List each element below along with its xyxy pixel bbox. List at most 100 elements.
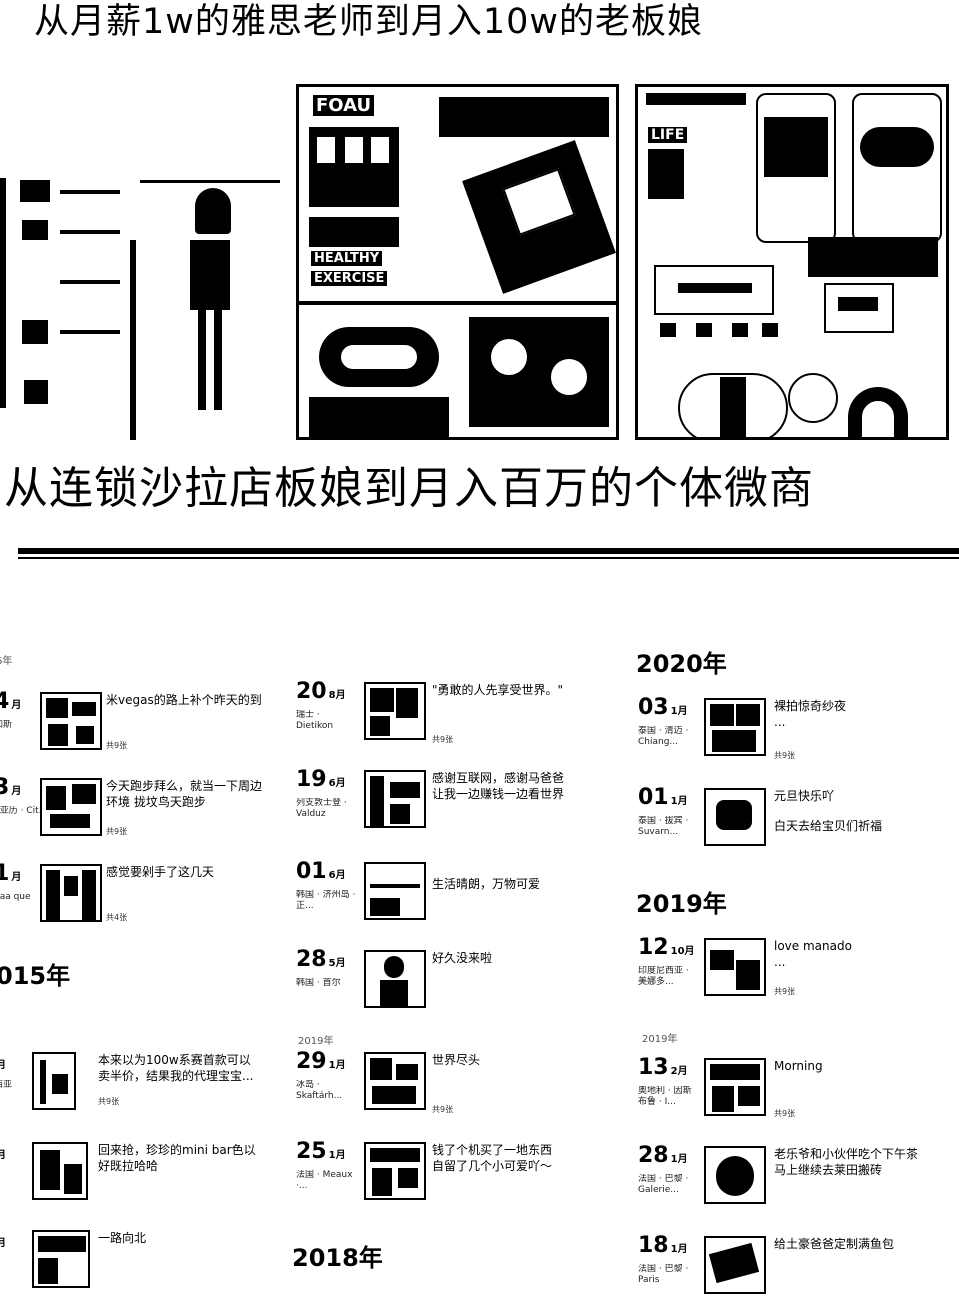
entry-thumbnail[interactable] bbox=[32, 1052, 76, 1110]
entry-day: 12 bbox=[638, 935, 669, 960]
timeline-entry[interactable]: 月 回来抢，珍珍的mini bar色以 好既拉哈哈 bbox=[0, 1140, 280, 1220]
entry-photo-count: 共9张 bbox=[106, 827, 128, 836]
entry-location: 泰国 · 拔宾 · Suvarn... bbox=[638, 816, 689, 837]
entry-text: 世界尽头 bbox=[432, 1053, 481, 1067]
entry-text: 钱了个机买了一地东西 bbox=[432, 1143, 553, 1157]
entry-text: 生活晴朗，万物可爱 bbox=[432, 877, 541, 891]
entry-location: 加斯 bbox=[0, 720, 13, 730]
entry-thumbnail[interactable] bbox=[704, 788, 766, 846]
entry-photo-count: 共9张 bbox=[774, 751, 796, 760]
entry-thumbnail[interactable] bbox=[40, 778, 102, 836]
entry-month: 5月 bbox=[328, 958, 346, 969]
entry-location: 印度尼西亚 · 美娜多... bbox=[638, 966, 689, 987]
year-heading: 015年 bbox=[0, 962, 71, 990]
entry-day: 29 bbox=[296, 1049, 327, 1074]
entry-text-line2: 马上继续去莱田搬砖 bbox=[774, 1163, 883, 1177]
photo-right: LIFE bbox=[635, 84, 949, 440]
entry-text: love manado bbox=[774, 939, 852, 953]
entry-month: 2月 bbox=[670, 1066, 688, 1077]
entry-text: "勇敢的人先享受世界。" bbox=[432, 683, 564, 697]
entry-text-line2: 白天去给宝贝们祈福 bbox=[774, 819, 883, 833]
entry-day: 19 bbox=[296, 767, 327, 792]
entry-location: 泰国 · 清迈 · Chiang... bbox=[638, 726, 689, 747]
entry-thumbnail[interactable] bbox=[704, 1146, 766, 1204]
entry-month: 1月 bbox=[670, 1244, 688, 1255]
entry-text-line2: ... bbox=[774, 715, 786, 729]
entry-text: 老乐爷和小伙伴吃个下午茶 bbox=[774, 1147, 919, 1161]
entry-location: 韩国 · 首尔 bbox=[296, 978, 341, 988]
entry-thumbnail[interactable] bbox=[40, 692, 102, 750]
headline-top: 从月薪1w的雅思老师到月入10w的老板娘 bbox=[34, 2, 704, 42]
entry-location: 法国 · 巴黎 · Galerie... bbox=[638, 1174, 689, 1195]
entry-thumbnail[interactable] bbox=[364, 1142, 426, 1200]
entry-thumbnail[interactable] bbox=[364, 1052, 426, 1110]
year-heading: 2018年 bbox=[292, 1244, 383, 1272]
entry-location: 冰岛 · Skaftárh... bbox=[296, 1080, 343, 1101]
entry-thumbnail[interactable] bbox=[364, 682, 426, 740]
entry-photo-count: 共9张 bbox=[774, 1109, 796, 1118]
timeline-column-1: 6年 4月 加斯 米vegas的路上补个昨天的到 共9张 3月 · 亚历 · C… bbox=[0, 640, 280, 1288]
entry-text: 好久没来啦 bbox=[432, 951, 493, 965]
entry-text: 裸拍惊奇纱夜 bbox=[774, 699, 847, 713]
photo-center-word-1: HEALTHY bbox=[311, 251, 383, 266]
year-heading: 2019年 bbox=[636, 890, 727, 918]
entry-month: 1月 bbox=[328, 1150, 346, 1161]
entry-day: 3 bbox=[0, 775, 10, 800]
entry-text: Morning bbox=[774, 1059, 823, 1073]
entry-location: haa que bbox=[0, 892, 31, 902]
entry-month: 6月 bbox=[328, 870, 346, 881]
entry-text: 本来以为100w系赛首款可以 bbox=[98, 1053, 251, 1067]
timeline-entry[interactable]: 1月 haa que 感觉要剁手了这几天 共4张 bbox=[0, 862, 280, 942]
entry-text-line2: 好既拉哈哈 bbox=[98, 1159, 159, 1173]
timeline-entry[interactable]: 月 西亚 本来以为100w系赛首款可以 卖半价，结果我的代理宝宝... 共9张 bbox=[0, 1050, 280, 1130]
entry-day: 18 bbox=[638, 1233, 669, 1258]
entry-day: 03 bbox=[638, 695, 669, 720]
entry-day: 1 bbox=[0, 861, 10, 886]
entry-month: 月 bbox=[0, 1150, 6, 1161]
entry-text: 米vegas的路上补个昨天的到 bbox=[106, 693, 262, 707]
entry-thumbnail[interactable] bbox=[704, 938, 766, 996]
entry-text-line2: 自留了几个小可爱吖～ bbox=[432, 1159, 553, 1173]
entry-thumbnail[interactable] bbox=[704, 1236, 766, 1294]
photo-center-word-2: EXERCISE bbox=[311, 271, 388, 286]
entry-thumbnail[interactable] bbox=[364, 950, 426, 1008]
entry-thumbnail[interactable] bbox=[32, 1230, 90, 1288]
entry-month: 1月 bbox=[328, 1060, 346, 1071]
entry-thumbnail[interactable] bbox=[364, 770, 426, 828]
entry-text-line2: 卖半价，结果我的代理宝宝... bbox=[98, 1069, 254, 1083]
entry-location: 法国 · 巴黎 · Paris bbox=[638, 1264, 689, 1285]
entry-photo-count: 共9张 bbox=[98, 1097, 120, 1106]
entry-day: 13 bbox=[638, 1055, 669, 1080]
entry-thumbnail[interactable] bbox=[40, 864, 102, 922]
entry-month: 10月 bbox=[670, 946, 695, 957]
photo-right-badge: LIFE bbox=[648, 127, 688, 143]
timeline-entry[interactable]: 4月 加斯 米vegas的路上补个昨天的到 共9张 bbox=[0, 690, 280, 770]
divider-thin bbox=[18, 557, 959, 559]
entry-month: 1月 bbox=[670, 1154, 688, 1165]
photo-center-logo: FOAU bbox=[313, 95, 375, 116]
entry-thumbnail[interactable] bbox=[32, 1142, 88, 1200]
entry-thumbnail[interactable] bbox=[704, 698, 766, 756]
entry-day: 28 bbox=[638, 1143, 669, 1168]
entry-location: 瑞士 · Dietikon bbox=[296, 710, 334, 731]
timeline-entry[interactable]: 3月 · 亚历 · Cit... 今天跑步拜么，就当一下周边 环境 拢坟鸟天跑步… bbox=[0, 776, 280, 856]
entry-thumbnail[interactable] bbox=[364, 862, 426, 920]
timeline-entry[interactable]: 月 一路向北 bbox=[0, 1228, 280, 1308]
entry-month: 月 bbox=[11, 786, 22, 797]
entry-text: 给土豪爸爸定制满鱼包 bbox=[774, 1237, 895, 1251]
entry-month: 月 bbox=[0, 1060, 6, 1071]
entry-thumbnail[interactable] bbox=[704, 1058, 766, 1116]
